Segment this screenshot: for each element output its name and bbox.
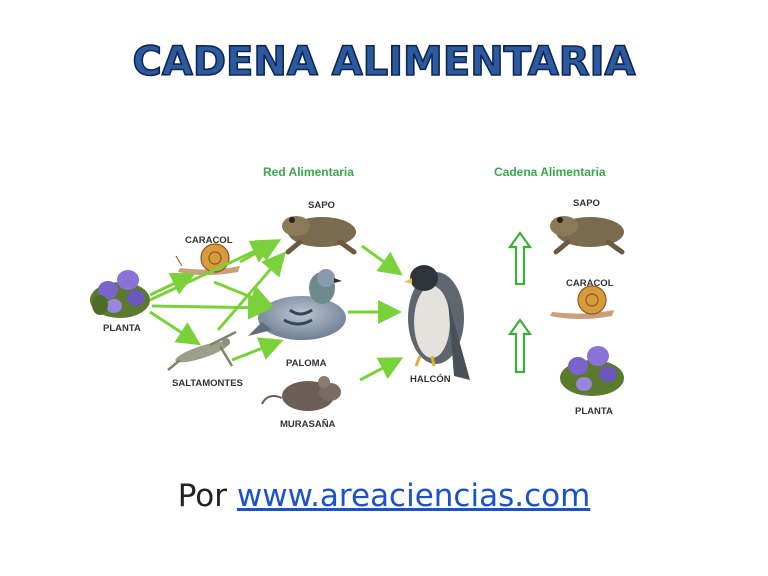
grasshopper-illustration bbox=[167, 330, 237, 371]
snail-illustration bbox=[175, 243, 240, 275]
label-planta: PLANTA bbox=[103, 323, 141, 334]
chain-label-caracol: CARACOL bbox=[566, 278, 614, 289]
food-web-arrows bbox=[149, 239, 404, 382]
plant-illustration bbox=[90, 270, 150, 318]
arrow-caracol-sapo bbox=[239, 239, 282, 264]
chain-snail-illustration bbox=[550, 285, 614, 319]
label-paloma: PALOMA bbox=[286, 358, 327, 369]
arrow-caracol-paloma bbox=[213, 280, 274, 309]
chain-label-planta: PLANTA bbox=[575, 406, 613, 417]
label-saltamontes: SALTAMONTES bbox=[172, 378, 243, 389]
footer-link[interactable]: www.areaciencias.com bbox=[236, 478, 591, 514]
label-halcon: HALCÓN bbox=[410, 373, 451, 385]
mouse-illustration bbox=[261, 376, 341, 411]
falcon-illustration bbox=[404, 265, 470, 380]
arrow-planta-caracol bbox=[149, 272, 196, 297]
food-web-heading: Red Alimentaria bbox=[263, 165, 354, 179]
label-murasana: MURASAÑA bbox=[280, 419, 336, 430]
arrow-planta-saltamontes bbox=[149, 310, 202, 346]
footer-prefix: Por bbox=[177, 478, 227, 514]
chain-label-sapo: SAPO bbox=[573, 198, 600, 209]
arrow-saltamontes-paloma bbox=[231, 337, 284, 362]
food-chain-heading: Cadena Alimentaria bbox=[494, 165, 606, 179]
chain-plant-illustration bbox=[560, 346, 624, 396]
chain-arrow-planta-caracol bbox=[507, 318, 533, 374]
toad-illustration bbox=[282, 216, 357, 255]
footer: Por www.areaciencias.com bbox=[0, 478, 768, 514]
label-caracol: CARACOL bbox=[185, 235, 233, 246]
pigeon-illustration bbox=[248, 269, 346, 340]
arrow-planta-paloma bbox=[151, 295, 272, 320]
title-text: CADENA ALIMENTARIA bbox=[133, 39, 636, 85]
slide-title: CADENA ALIMENTARIA bbox=[0, 30, 768, 90]
arrow-murasana-halcon bbox=[359, 357, 404, 382]
arrow-saltamontes-sapo bbox=[216, 251, 286, 331]
arrow-planta-sapo bbox=[149, 240, 276, 302]
label-sapo: SAPO bbox=[308, 200, 335, 211]
food-web-diagram: Red Alimentaria Cadena Alimentaria PLANT… bbox=[90, 165, 625, 430]
arrow-sapo-halcon bbox=[361, 244, 403, 276]
food-chain-arrows bbox=[507, 231, 533, 374]
chain-arrow-caracol-sapo bbox=[507, 231, 533, 286]
chain-toad-illustration bbox=[550, 216, 625, 255]
